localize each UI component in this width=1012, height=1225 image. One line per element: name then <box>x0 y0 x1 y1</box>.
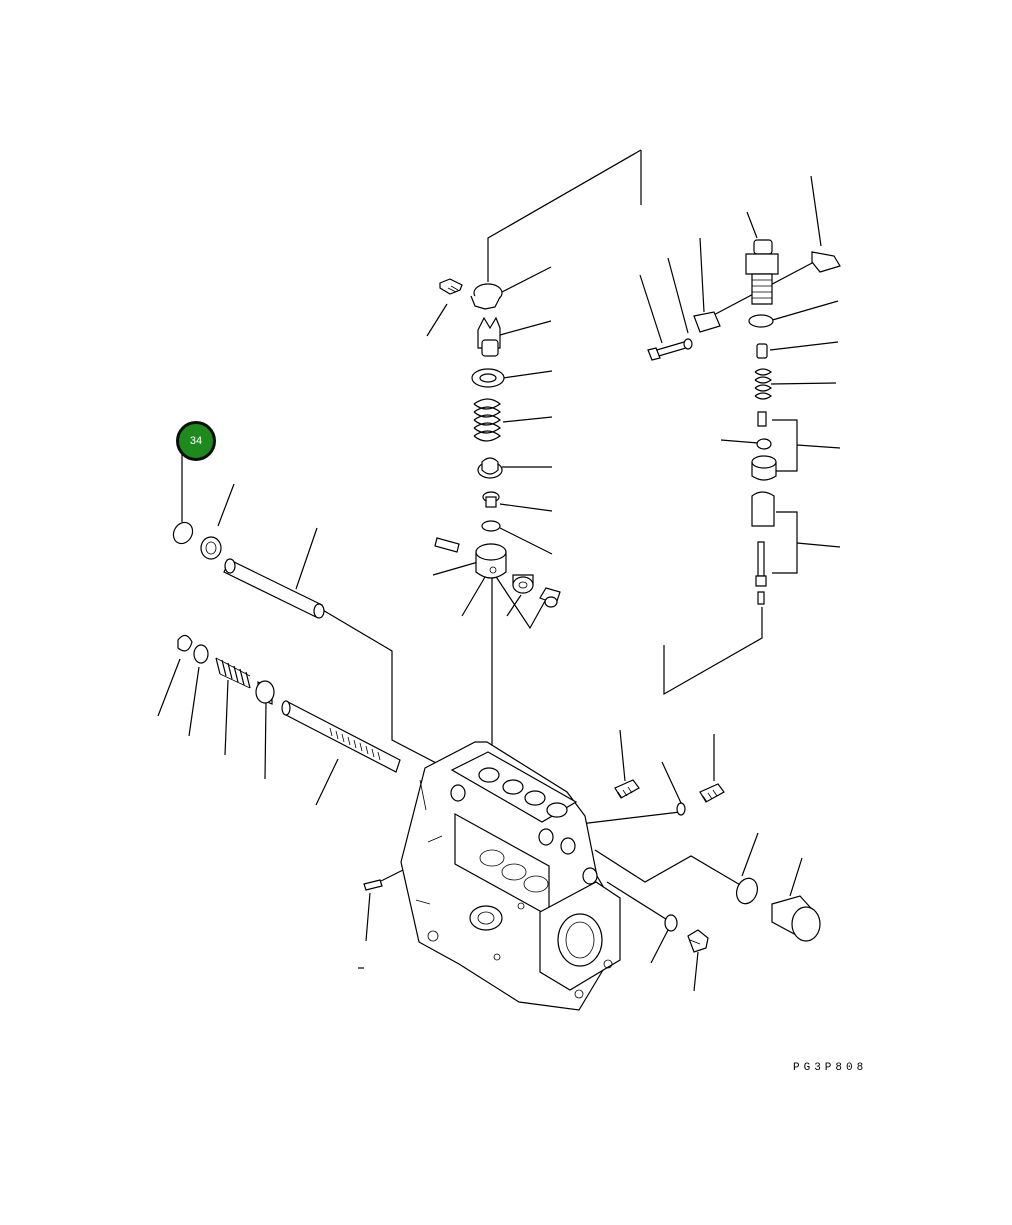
bushing-left <box>255 680 275 705</box>
valve-gasket <box>756 438 772 450</box>
bolt-right <box>647 341 687 361</box>
roller-bush <box>512 574 534 594</box>
drain-screw <box>687 929 709 953</box>
cap-nut <box>771 895 821 942</box>
delivery-valve <box>757 411 767 427</box>
callout-label-34: 34 <box>189 435 203 447</box>
small-washer <box>481 520 501 532</box>
lock-washer-right <box>683 338 693 350</box>
clamp-ring <box>470 283 503 310</box>
pump-housing <box>400 741 621 1011</box>
lock-plate-right <box>811 251 841 273</box>
control-rack <box>281 700 401 773</box>
spring-seat-upper <box>477 316 501 357</box>
gasket-small <box>676 802 686 816</box>
delivery-holder <box>745 239 779 305</box>
tappet-body <box>475 543 507 579</box>
roller <box>539 587 561 608</box>
bolt-small <box>439 278 463 295</box>
valve-stopper <box>756 343 768 359</box>
barrel <box>751 491 775 527</box>
reference-code: PG3P808 <box>793 1062 868 1074</box>
leader-lines <box>157 149 841 992</box>
valve-spring <box>754 368 773 400</box>
o-ring-right <box>748 314 774 328</box>
plunger <box>755 541 767 605</box>
plunger-guide <box>482 491 500 508</box>
o-ring-left <box>172 521 194 545</box>
callout-badge-34[interactable]: 34 <box>176 421 216 461</box>
dowel-pin <box>363 879 383 891</box>
spring-left <box>215 657 251 689</box>
snap-ring <box>177 634 193 652</box>
lock-plate-left <box>693 311 721 333</box>
valve-seat <box>751 455 777 481</box>
plunger-spring <box>473 398 501 442</box>
plug-screw-right <box>699 783 725 803</box>
control-rod-sleeve <box>223 558 325 619</box>
plug-cap <box>200 536 222 560</box>
spring-seat-lower <box>477 457 503 479</box>
washer-left <box>193 644 209 664</box>
o-ring-lower <box>664 914 678 932</box>
air-vent-screw <box>614 779 640 799</box>
washer-large <box>736 877 758 905</box>
roller-pin <box>434 537 460 553</box>
